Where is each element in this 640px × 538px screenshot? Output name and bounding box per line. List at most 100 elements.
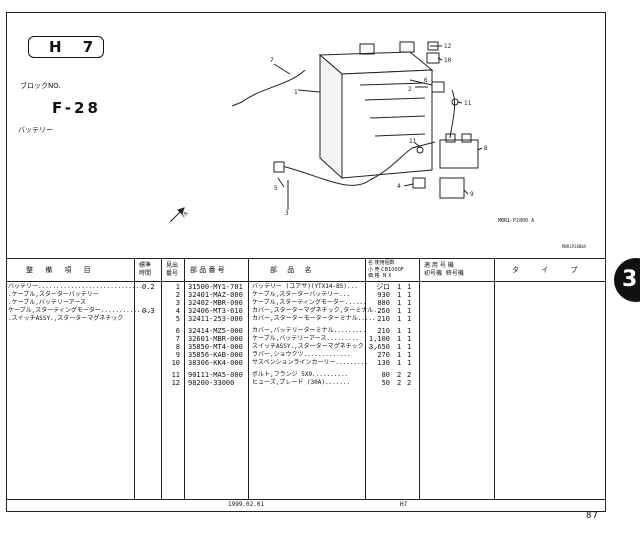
starter-relay xyxy=(439,133,479,169)
relay-rubber xyxy=(439,177,465,199)
callout-5: 5 xyxy=(274,185,278,192)
ref-cell: 12 xyxy=(171,379,180,387)
qty-x-cell: 2 xyxy=(407,379,412,387)
chapter-tab-label: 3 xyxy=(622,267,638,292)
qty-n-cell: 1 xyxy=(397,283,402,291)
block-number: F-28 xyxy=(52,99,101,117)
qty-n-cell: 1 xyxy=(397,299,402,307)
ref-cell: 3 xyxy=(175,299,180,307)
callout-11: 11 xyxy=(464,100,472,107)
part-name-cell: ケーブル,バッテリーアース......... xyxy=(252,335,359,342)
callout-9: 9 xyxy=(470,191,474,198)
terminal-cover xyxy=(431,81,445,93)
price-cell: 130 xyxy=(377,359,390,367)
fr-mark: FR xyxy=(181,210,190,219)
qty-x-cell: 1 xyxy=(407,315,412,323)
col-serial: 適 用 号 機 初号機 終号機 xyxy=(424,262,464,278)
ref-cell: 8 xyxy=(175,343,180,351)
part-name-cell: カバー,スターターモーターターミナル..... xyxy=(252,315,376,322)
ref-cell: 7 xyxy=(175,335,180,343)
part-no-cell: 32406-MT3-610 xyxy=(188,307,243,315)
page-title: バッテリー xyxy=(18,126,53,134)
battery-cable xyxy=(449,89,456,139)
qty-x-cell: 1 xyxy=(407,343,412,351)
qty-x-cell: 1 xyxy=(407,283,412,291)
list-item: .ケーブル,バッテリーアース xyxy=(8,299,86,306)
price-cell: 250 xyxy=(377,307,390,315)
part-no-cell: 38306-KK4-000 xyxy=(188,359,243,367)
parts-diagram: 7 1 2 6 12 10 11 11 8 9 4 5 3 FR MBR1-P2… xyxy=(170,41,587,249)
ref-cell: 1 xyxy=(175,283,180,291)
part-name-cell: ケーブル,スターティングモーター...... xyxy=(252,299,367,306)
price-cell: 270 xyxy=(377,351,390,359)
callout-6: 6 xyxy=(424,77,428,84)
ref-cell: 10 xyxy=(171,359,180,367)
col-std-time: 標準 時間 xyxy=(139,262,152,277)
ref-cell: 2 xyxy=(175,291,180,299)
qty-x-cell: 1 xyxy=(407,351,412,359)
ref-cell: 9 xyxy=(175,351,180,359)
price-cell: 80 xyxy=(381,371,390,379)
list-item: .ケーブル,スターターバッテリー xyxy=(8,291,99,298)
price-cell: 50 xyxy=(381,379,390,387)
footer-code: H7 xyxy=(400,501,408,508)
part-no-cell: 35856-KAB-000 xyxy=(188,351,243,359)
col-service-item: 整 備 項 目 xyxy=(26,266,96,274)
list-item: ケーブル,スターティングモーター.............. xyxy=(8,307,152,314)
qty-x-cell: 1 xyxy=(407,291,412,299)
col-type: タ イ プ xyxy=(512,266,588,274)
table-bottom-rule xyxy=(6,499,606,500)
table-header-rule xyxy=(6,281,606,282)
part-no-cell: 32401-MAZ-000 xyxy=(188,291,243,299)
price-cell: 880 xyxy=(377,299,390,307)
callout-11b: 11 xyxy=(409,138,417,145)
callout-7: 7 xyxy=(270,57,274,64)
starter-cable xyxy=(277,147,413,186)
diagram-code-small: MBR1P2800A xyxy=(562,244,587,249)
qty-x-cell: 1 xyxy=(407,327,412,335)
page-number: 87 xyxy=(586,511,599,521)
qty-x-cell: 1 xyxy=(407,335,412,343)
qty-n-cell: 1 xyxy=(397,335,402,343)
section-code: H 7 xyxy=(49,38,102,56)
part-no-cell: 32402-MBR-000 xyxy=(188,299,243,307)
price-cell: 210 xyxy=(377,315,390,323)
col-part-name: 部 品 名 xyxy=(270,266,316,274)
diagram-code: MBR1-P2800 A xyxy=(498,218,534,224)
callout-12: 12 xyxy=(444,43,452,50)
section-badge: H 7 xyxy=(28,36,104,58)
ref-cell: 5 xyxy=(175,315,180,323)
callout-1: 1 xyxy=(294,89,298,96)
price-cell: 930 xyxy=(377,291,390,299)
table-top-rule xyxy=(6,258,606,259)
list-item-time: 0.2 xyxy=(142,283,155,291)
col-qty: 名 使用個数 小 売 CB1000F 価 格 N X xyxy=(368,260,404,279)
part-name-cell: ボルト,フランジ 5X9.......... xyxy=(252,371,349,378)
qty-x-cell: 2 xyxy=(407,371,412,379)
ref-cell: 4 xyxy=(175,307,180,315)
part-no-cell: 32601-MBR-000 xyxy=(188,335,243,343)
relay-cover xyxy=(412,177,426,189)
qty-n-cell: 1 xyxy=(397,351,402,359)
callout-8: 8 xyxy=(484,145,488,152)
callout-4: 4 xyxy=(397,183,401,190)
list-item: .スイッチASSY.,スターターマグ゚ネチック xyxy=(8,315,124,322)
part-name-cell: ケーブル,スターターバッテリー... xyxy=(252,291,351,298)
fuse-holder xyxy=(426,52,440,64)
issue-date: 1999.02.01 xyxy=(228,501,265,508)
part-name-cell: スイッチASSY.,スターターマグ゚ネチック.... xyxy=(252,343,379,350)
part-no-cell: 98200-33000 xyxy=(188,379,235,387)
ground-cable xyxy=(241,69,306,103)
callout-10: 10 xyxy=(444,57,452,64)
part-name-cell: サスペンションラインカーリー......... xyxy=(252,359,368,366)
qty-n-cell: 1 xyxy=(397,291,402,299)
qty-x-cell: 1 xyxy=(407,359,412,367)
price-cell: シ゚ロ xyxy=(376,283,390,291)
motor-terminal-cover xyxy=(273,161,285,173)
price-cell: 210 xyxy=(377,327,390,335)
battery-drawing xyxy=(318,41,434,180)
col-ref-no: 見出 番号 xyxy=(166,262,179,277)
qty-n-cell: 1 xyxy=(397,343,402,351)
price-cell: 1,100 xyxy=(368,335,390,343)
part-no-cell: 32414-MZ5-000 xyxy=(188,327,243,335)
